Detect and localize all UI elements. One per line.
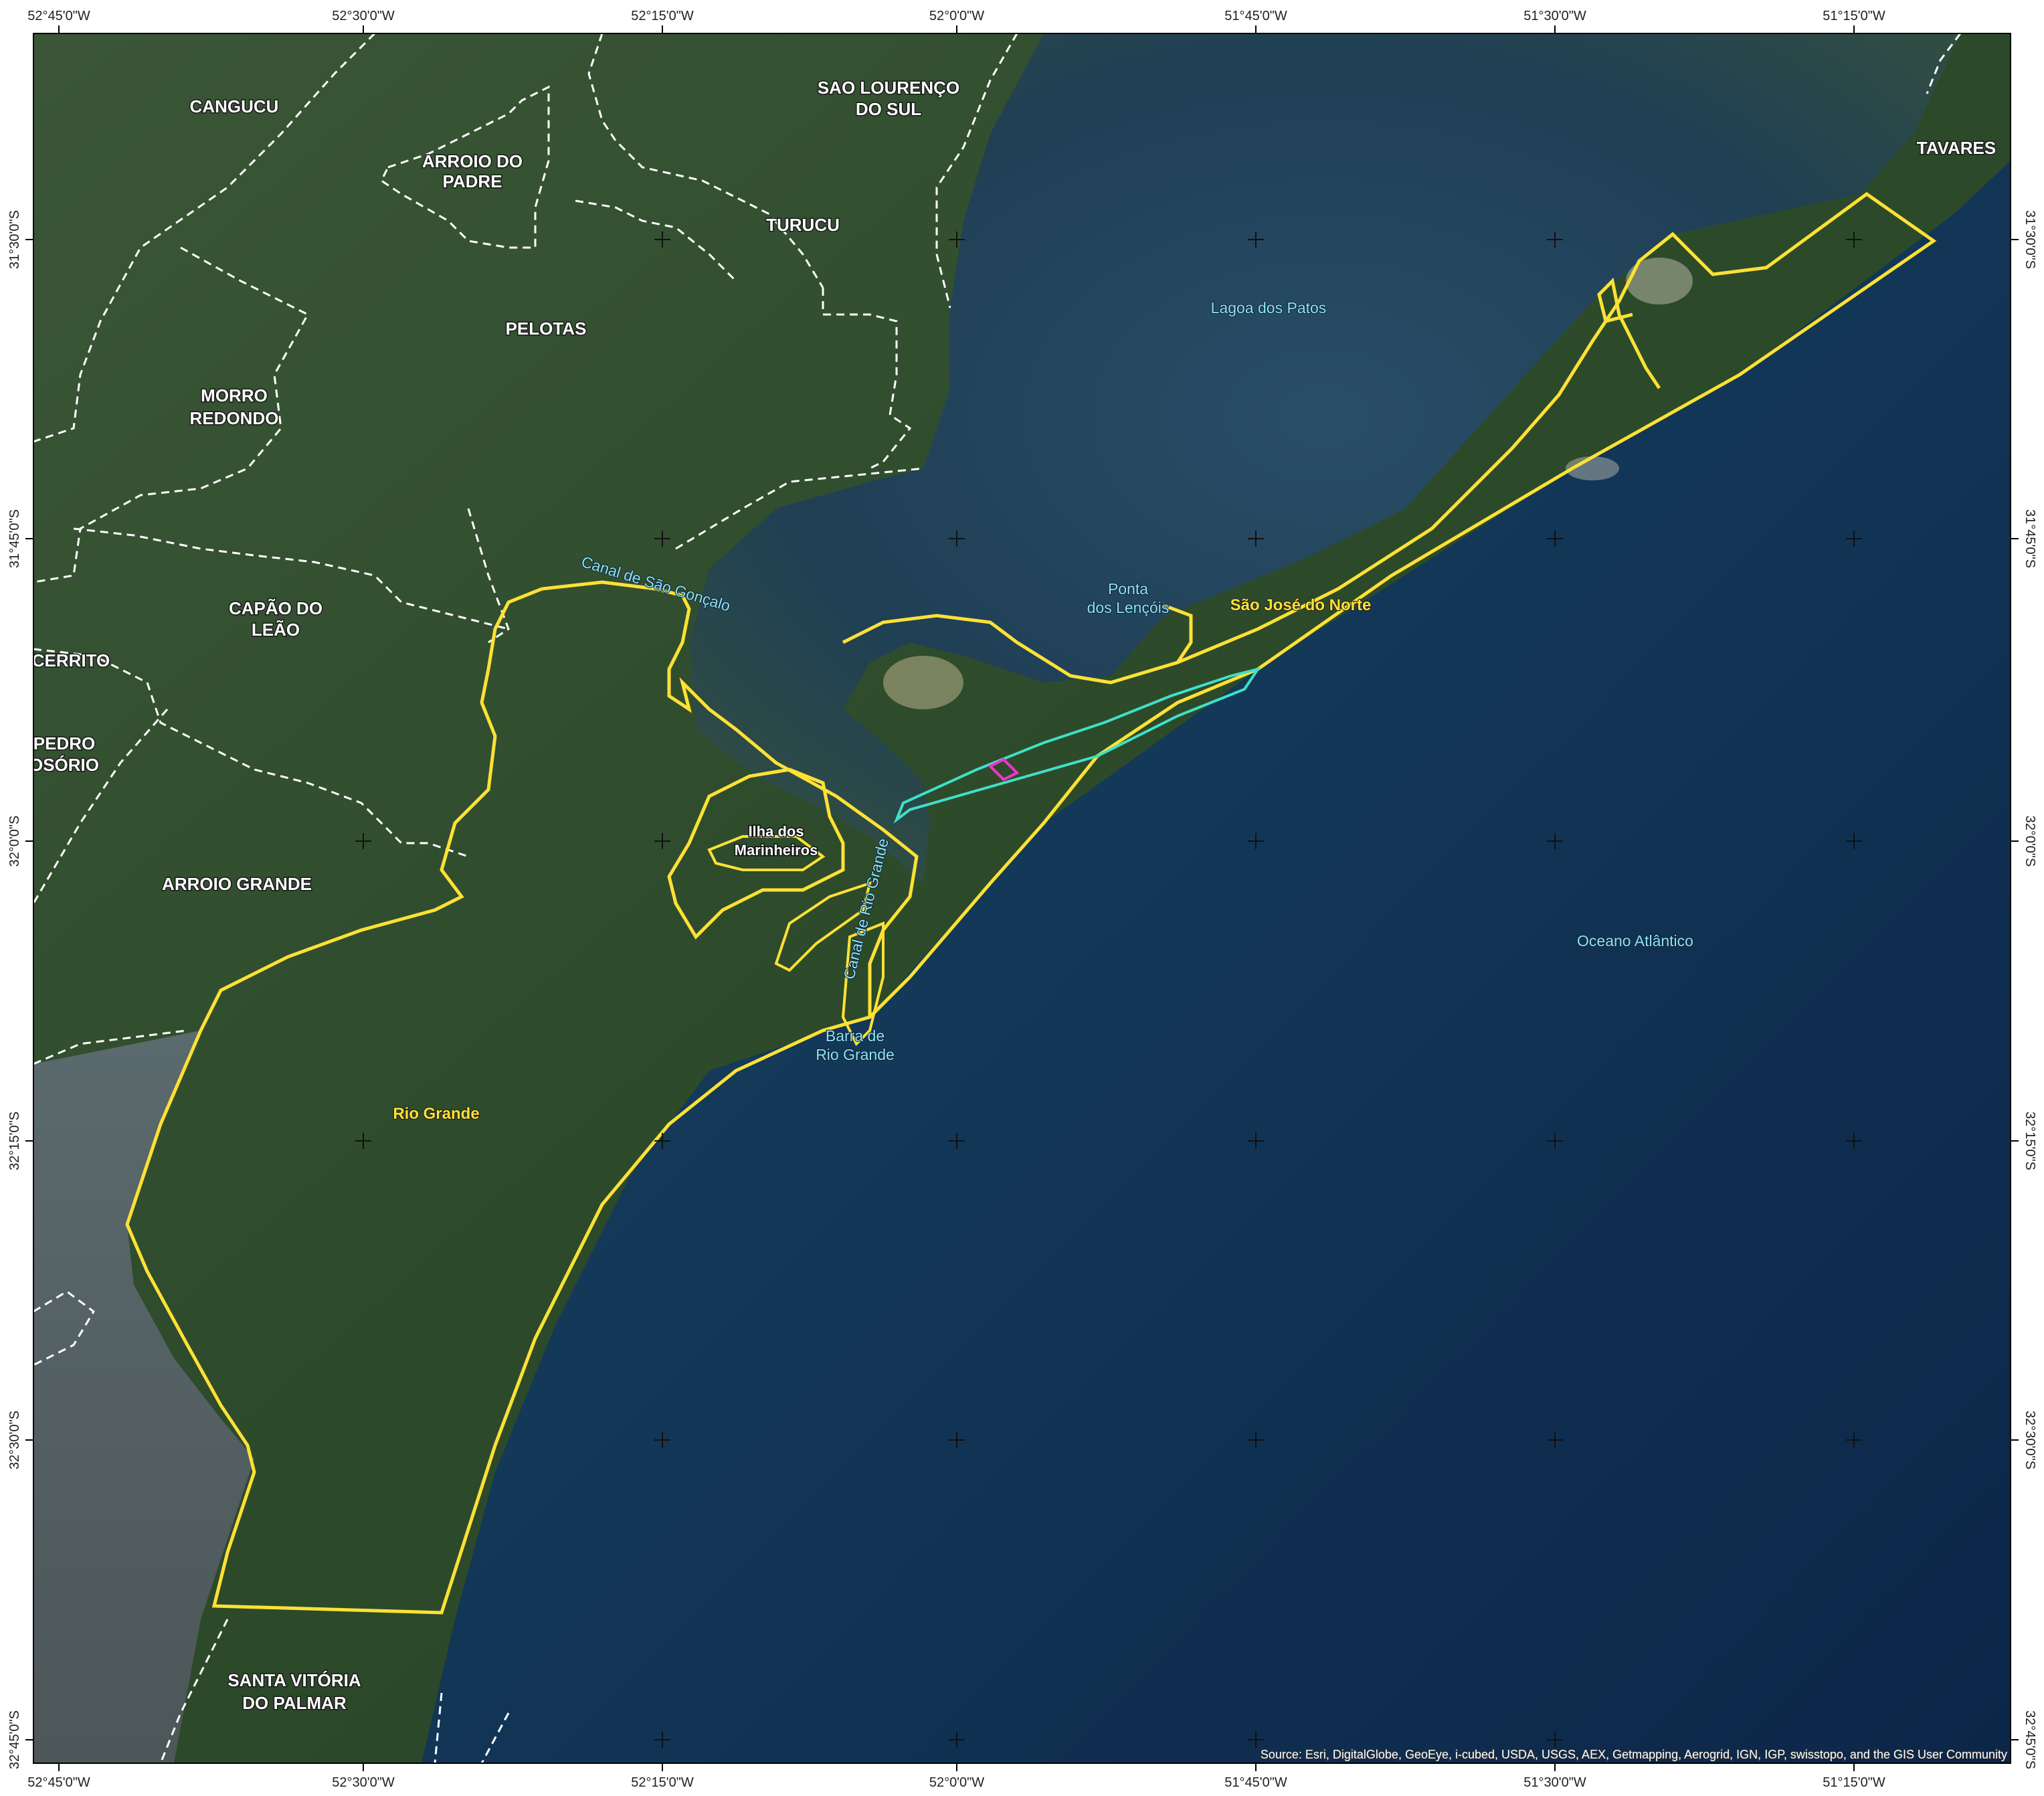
coord-top: 51°15'0"W [1823,9,1885,23]
label-turucu: TURUCU [766,215,840,235]
lagoa-mirim [33,1030,254,1763]
label-oceano-atlantico: Oceano Atlântico [1577,932,1693,950]
graticule-crosses [355,232,1862,1748]
coord-right: 32°0'0"S [2023,816,2037,867]
label-santa-vitoria-do-palmar: DO PALMAR [242,1693,347,1713]
coord-right: 32°15'0"S [2023,1111,2037,1170]
coord-bottom: 52°30'0"W [332,1775,395,1790]
label-sao-lourenco-do-sul: SAO LOURENÇO [818,78,959,98]
coord-left: 32°15'0"S [7,1111,22,1170]
label-ilha-dos-marinheiros: Ilha dos [748,823,804,840]
coord-right: 31°45'0"S [2023,509,2037,568]
coord-bottom: 52°45'0"W [27,1775,90,1790]
label-cangucu: CANGUCU [190,96,279,116]
label-barra-de-rio-grande: Barra de [826,1027,885,1045]
coord-right: 32°45'0"S [2023,1710,2037,1769]
coord-bottom: 52°0'0"W [929,1775,984,1790]
dune-area [1626,258,1693,304]
coord-bottom: 51°30'0"W [1523,1775,1586,1790]
label-arroio-grande: ARROIO GRANDE [162,874,312,894]
label-ponta-dos-lencois: dos Lençóis [1087,599,1170,616]
coord-top: 52°30'0"W [332,9,395,23]
label-sao-lourenco-do-sul: DO SUL [856,99,921,119]
sao-jose-do-norte-inlet [1164,604,1193,664]
label-capao-do-leao: LEÃO [252,620,300,640]
rio-grande-shore-line [541,580,919,1017]
map-neatline [33,33,2011,1764]
atlantic-ocean [422,161,2011,1763]
magenta-polygon [988,757,1020,782]
coord-top: 52°45'0"W [27,9,90,23]
label-arroio-do-padre: ARROIO DO [422,151,523,171]
coord-top: 51°45'0"W [1224,9,1287,23]
coord-left: 31°45'0"S [7,509,22,568]
island-outline [774,881,872,972]
ilha-dos-marinheiros-outline [667,768,845,940]
label-sao-jose-do-norte: São José do Norte [1230,596,1372,614]
coord-bottom: 51°45'0"W [1224,1775,1287,1790]
source-attribution: Source: Esri, DigitalGlobe, GeoEye, i-cu… [1261,1748,2007,1761]
coord-left: 32°30'0"S [7,1411,22,1469]
cyan-polygon [893,666,1261,824]
label-lagoa-dos-patos: Lagoa dos Patos [1211,299,1327,317]
label-ilha-dos-marinheiros: Marinheiros [735,842,818,859]
label-barra-de-rio-grande: Rio Grande [816,1046,895,1063]
label-pedro-osorio: OSÓRIO [29,755,99,775]
coord-right: 32°30'0"S [2023,1411,2037,1469]
coord-top: 52°0'0"W [929,9,984,23]
island-outline [707,835,826,871]
coord-right: 31°30'0"S [2023,210,2037,269]
label-capao-do-leao: CAPÃO DO [229,598,322,618]
axis-ticks [25,25,2019,1771]
rio-grande-study-area [125,587,1259,1615]
municipal-boundaries [33,33,1962,1763]
sao-jose-do-norte-study-area [842,191,1937,685]
label-rio-grande: Rio Grande [393,1105,479,1123]
label-cerrito: CERRITO [32,650,110,670]
label-morro-redondo: MORRO [201,385,268,406]
label-pedro-osorio: PEDRO [33,733,95,753]
map-body: CANGUCU ARROIO DO PADRE SAO LOURENÇO DO … [29,33,2011,1763]
coord-left: 31°30'0"S [7,210,22,269]
label-arroio-do-padre: PADRE [442,171,502,191]
label-ponta-dos-lencois: Ponta [1108,580,1148,598]
coord-bottom: 52°15'0"W [631,1775,694,1790]
dune-area [883,656,963,709]
coord-top: 52°15'0"W [631,9,694,23]
label-pelotas: PELOTAS [506,319,587,339]
coord-left: 32°45'0"S [7,1710,22,1769]
sao-jose-do-norte-spit [1597,277,1661,389]
coord-bottom: 51°15'0"W [1823,1775,1885,1790]
coord-left: 32°0'0"S [7,816,22,867]
label-tavares: TAVARES [1917,138,1996,158]
label-morro-redondo: REDONDO [190,408,279,428]
island-outline [841,921,885,1047]
label-santa-vitoria-do-palmar: SANTA VITÓRIA [227,1670,361,1690]
dune-area [1566,456,1619,480]
coord-top: 51°30'0"W [1523,9,1586,23]
lagoa-dos-patos [689,33,1960,883]
